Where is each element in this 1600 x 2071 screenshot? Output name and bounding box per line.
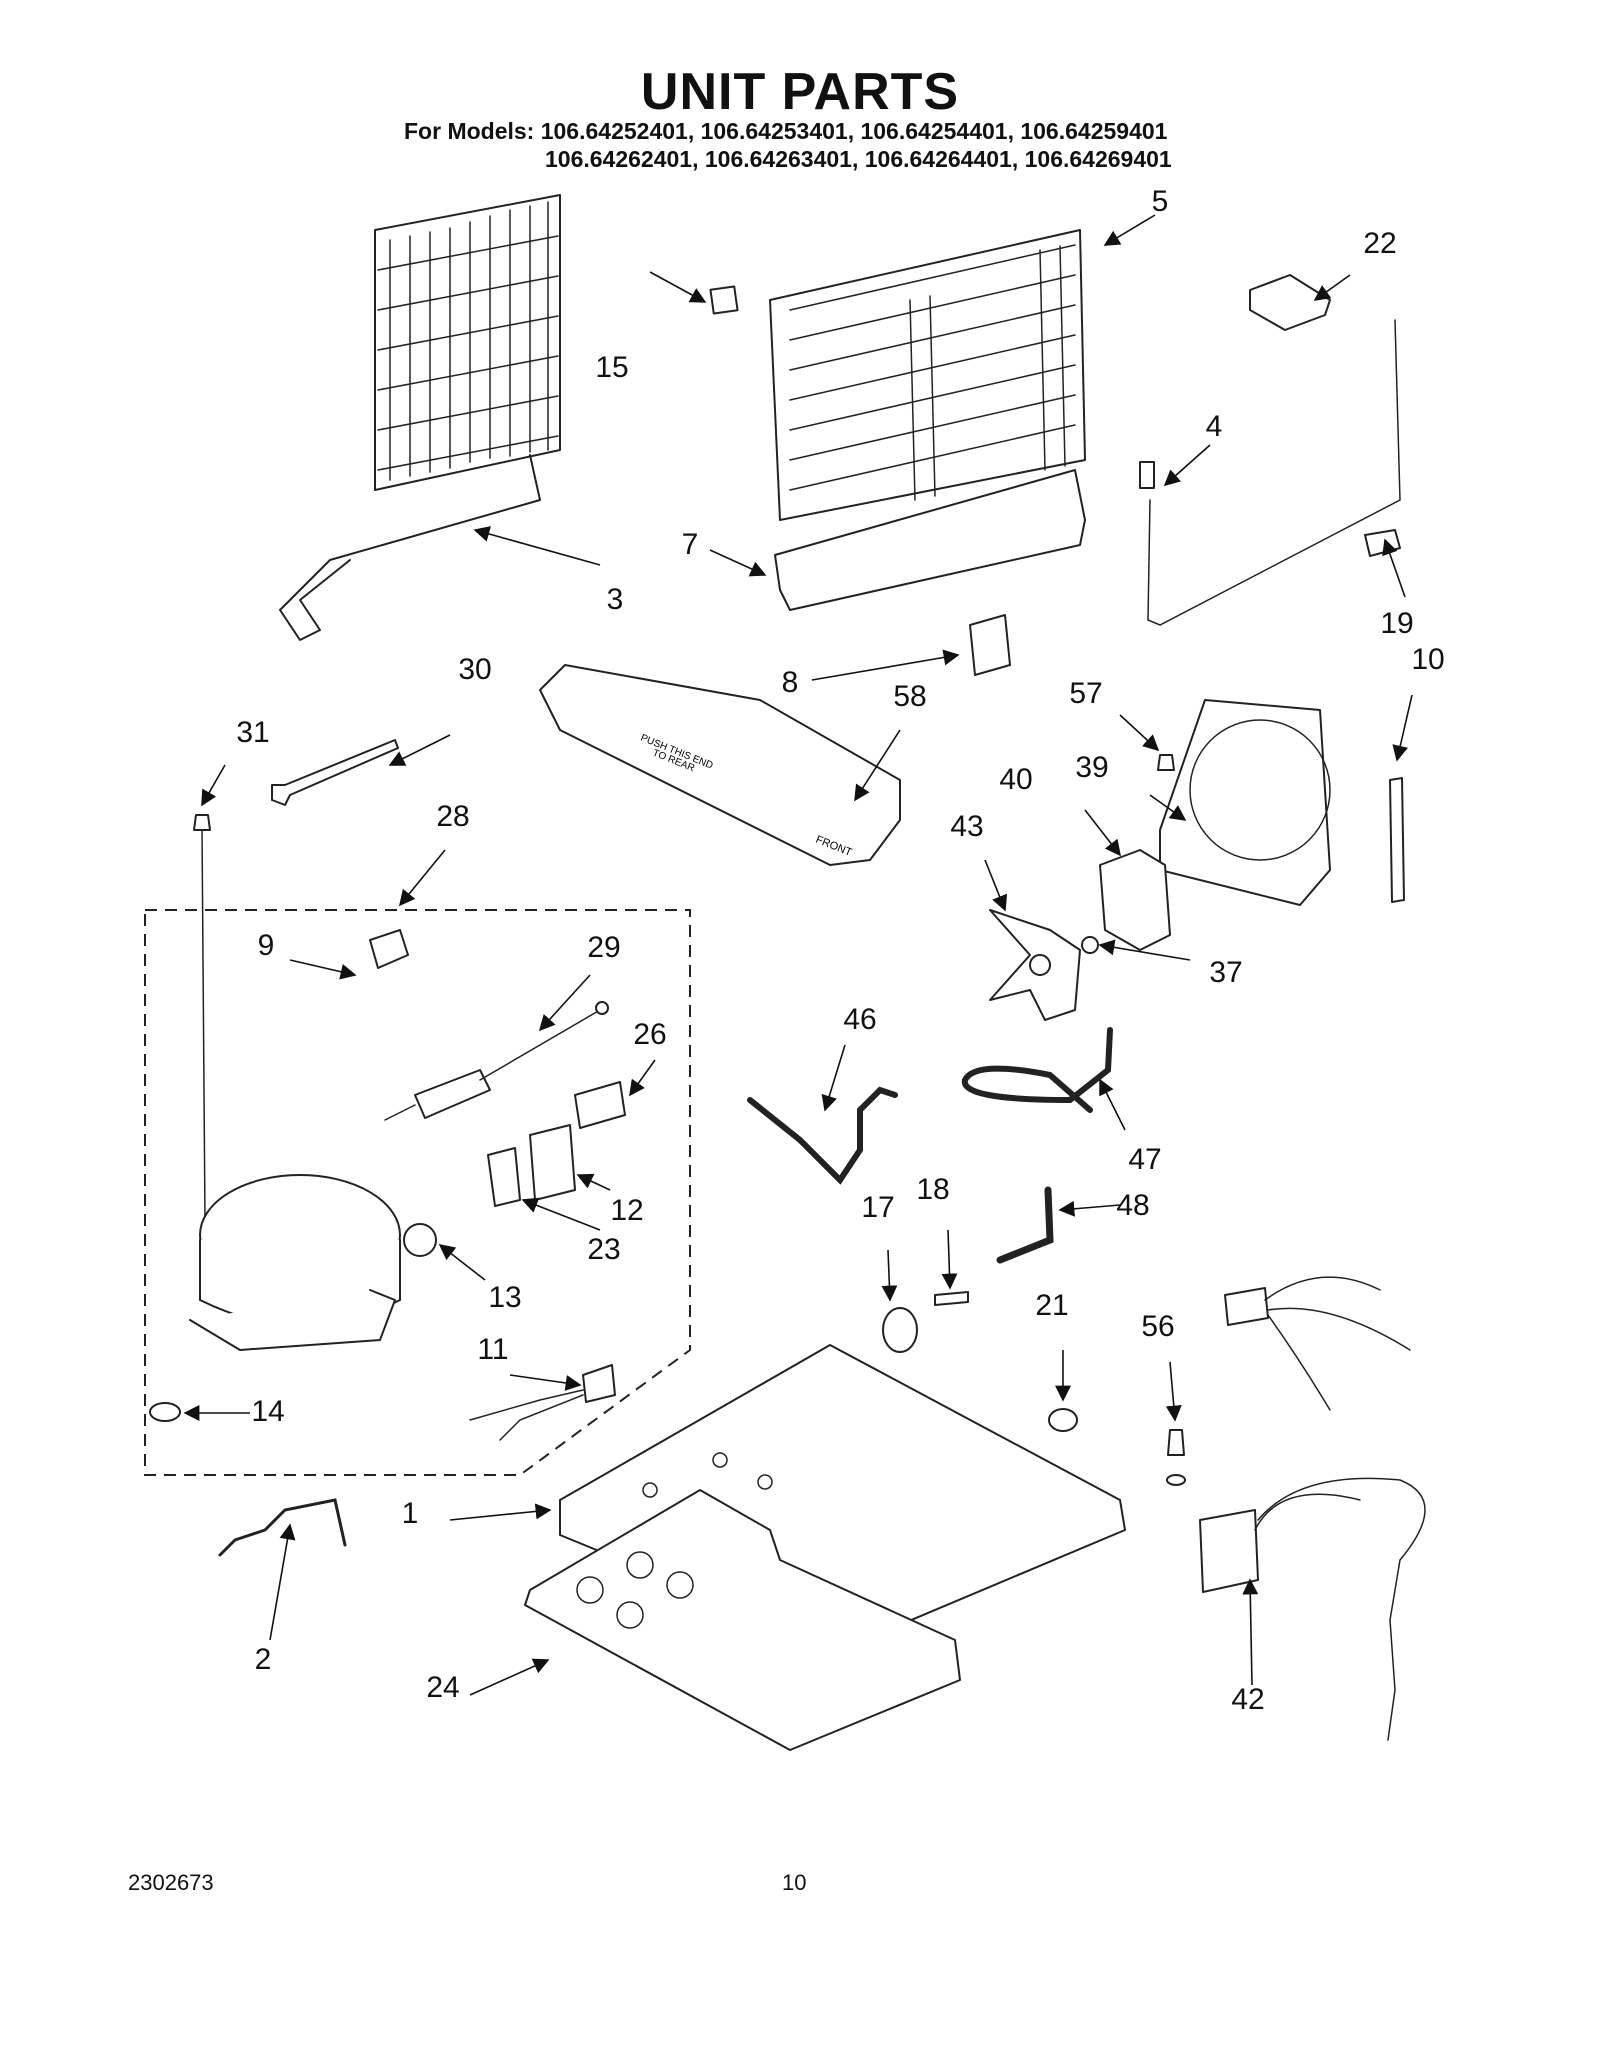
callout-8: 8	[781, 666, 799, 699]
condenser-coil-part	[279, 194, 561, 641]
callout-3: 3	[606, 583, 624, 616]
power-connector-part	[469, 1364, 616, 1441]
wire-harness-part	[1199, 1276, 1426, 1741]
model-list-line-1: For Models: 106.64252401, 106.64253401, …	[404, 118, 1168, 144]
callout-30: 30	[458, 653, 492, 686]
page-number: 10	[782, 1870, 807, 1895]
tube-47-part	[961, 1027, 1113, 1113]
callout-26: 26	[633, 1018, 667, 1051]
tube-48-part	[996, 1186, 1054, 1264]
overload-relay-part	[369, 929, 409, 969]
terminal-cover-part	[403, 1223, 437, 1257]
callout-42: 42	[1231, 1683, 1265, 1716]
roller-part	[882, 1307, 918, 1353]
callout-14: 14	[251, 1395, 285, 1428]
callout-2: 2	[254, 1643, 272, 1676]
drain-trough-part	[774, 469, 1086, 611]
page-title: UNIT PARTS	[640, 63, 960, 121]
wire-bracket-part	[218, 1498, 347, 1557]
gasket-square-part	[709, 285, 739, 315]
callout-21: 21	[1035, 1289, 1069, 1322]
callout-24: 24	[426, 1671, 460, 1704]
grommet-part	[149, 1402, 181, 1422]
callout-23: 23	[587, 1233, 621, 1266]
thermal-cap-part	[1249, 274, 1331, 331]
bracket-part	[969, 614, 1011, 676]
cable-tie-part	[271, 739, 399, 806]
callout-58: 58	[893, 680, 927, 713]
fan-shroud-part	[1157, 699, 1331, 906]
callout-56: 56	[1141, 1310, 1175, 1343]
callout-40: 40	[999, 763, 1033, 796]
capacitor-part	[384, 1001, 609, 1121]
component-group-dashed-outline	[144, 909, 691, 1476]
callout-46: 46	[843, 1003, 877, 1036]
callout-17: 17	[861, 1191, 895, 1224]
hex-nut-part	[1048, 1408, 1078, 1432]
start-relay-part	[487, 1147, 521, 1207]
callout-10: 10	[1411, 643, 1445, 676]
callout-39: 39	[1075, 751, 1109, 784]
callout-48: 48	[1116, 1189, 1150, 1222]
evaporator-part	[769, 229, 1086, 521]
callout-43: 43	[950, 810, 984, 843]
callout-4: 4	[1205, 410, 1223, 443]
callout-28: 28	[436, 800, 470, 833]
callout-29: 29	[587, 931, 621, 964]
callout-19: 19	[1380, 607, 1414, 640]
tube-46-part	[747, 1086, 898, 1185]
callout-11: 11	[477, 1333, 509, 1366]
callout-47: 47	[1128, 1143, 1162, 1176]
compressor-part	[189, 1174, 401, 1351]
relay-housing-part	[529, 1124, 576, 1201]
strip-part	[1389, 777, 1405, 903]
callout-15: 15	[595, 351, 629, 384]
ground-screw-washer-part	[1166, 1429, 1186, 1486]
document-number: 2302673	[128, 1870, 214, 1895]
callout-31: 31	[236, 716, 270, 749]
callout-18: 18	[916, 1173, 950, 1206]
callout-5: 5	[1151, 185, 1169, 218]
fan-motor-part	[1099, 849, 1171, 951]
callout-1: 1	[401, 1497, 419, 1530]
insulation-sheet-part	[524, 1489, 961, 1751]
callout-12: 12	[610, 1194, 644, 1227]
callout-22: 22	[1363, 227, 1397, 260]
callout-37: 37	[1209, 956, 1243, 989]
callout-57: 57	[1069, 677, 1103, 710]
callout-9: 9	[257, 929, 275, 962]
drain-pan-part: FRONT PUSH THIS END TO REAR	[539, 664, 901, 866]
fan-nut-part	[1081, 936, 1099, 954]
ground-screw-part	[193, 814, 211, 1221]
callout-7: 7	[681, 528, 699, 561]
model-list-line-2: 106.64262401, 106.64263401, 106.64264401…	[545, 146, 1172, 172]
callout-13: 13	[488, 1281, 522, 1314]
roller-pin-part	[934, 1291, 969, 1306]
terminal-block-part	[574, 1081, 626, 1129]
callout-leader-lines	[183, 214, 1413, 1696]
fan-blade-part	[989, 909, 1081, 1021]
